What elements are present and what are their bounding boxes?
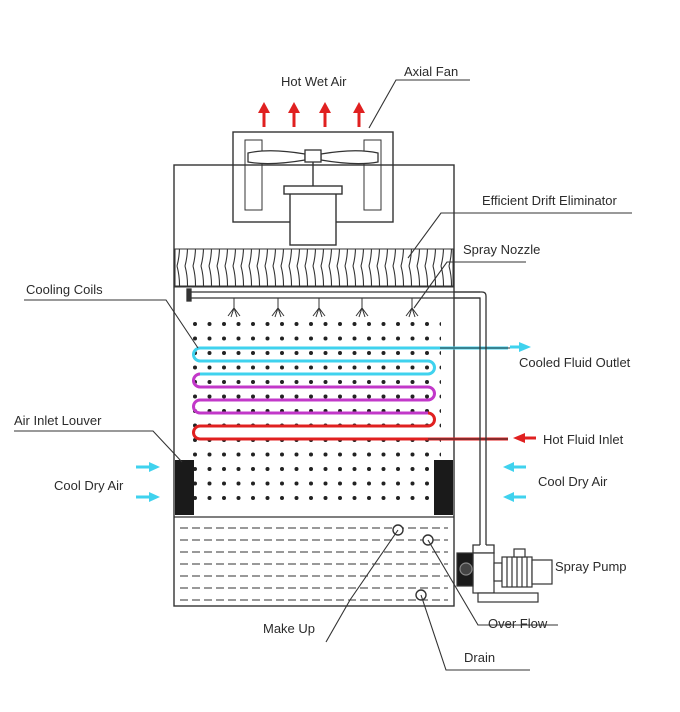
label-cool-dry-air-left: Cool Dry Air bbox=[54, 478, 124, 493]
spray-header bbox=[186, 288, 480, 302]
hot-wet-air-arrows bbox=[258, 102, 365, 127]
spray-pump-icon bbox=[456, 548, 553, 603]
leader-spray-nozzle bbox=[413, 261, 526, 309]
up-arrow-icon bbox=[258, 102, 270, 127]
leader-drift-eliminator bbox=[407, 212, 632, 259]
spray-nozzle-icon bbox=[405, 298, 419, 318]
label-cooling-coils: Cooling Coils bbox=[26, 282, 103, 297]
air-inlet-louver-right bbox=[434, 460, 453, 515]
label-axial-fan: Axial Fan bbox=[404, 64, 459, 79]
air-inlet-louver-left bbox=[175, 460, 194, 515]
right-arrow-icon bbox=[136, 462, 160, 472]
label-air-inlet-louver: Air Inlet Louver bbox=[14, 413, 102, 428]
left-arrow-icon bbox=[503, 492, 526, 502]
label-cool-dry-air-right: Cool Dry Air bbox=[538, 474, 608, 489]
riser-pipe bbox=[454, 291, 495, 554]
up-arrow-icon bbox=[353, 102, 365, 127]
spray-nozzle-icon bbox=[312, 298, 326, 318]
left-arrow-icon bbox=[503, 462, 526, 472]
hot-inlet-arrow-icon bbox=[513, 433, 536, 443]
label-make-up: Make Up bbox=[263, 621, 316, 636]
leader-drain bbox=[420, 594, 530, 671]
spray-nozzle-icon bbox=[227, 298, 241, 318]
label-hot-wet-air: Hot Wet Air bbox=[281, 74, 347, 89]
up-arrow-icon bbox=[288, 102, 300, 127]
label-hot-fluid-inlet: Hot Fluid Inlet bbox=[543, 432, 624, 447]
cool-dry-air-arrows-right bbox=[503, 462, 526, 502]
label-efficient-drift-eliminator: Efficient Drift Eliminator bbox=[482, 193, 617, 208]
right-arrow-icon bbox=[136, 492, 160, 502]
leader-lines bbox=[14, 79, 632, 671]
spray-nozzle-icon bbox=[271, 298, 285, 318]
fan-housing bbox=[232, 131, 394, 246]
cooling-coils bbox=[192, 346, 508, 441]
leader-make-up bbox=[325, 529, 399, 643]
coil-bundle-dots bbox=[191, 320, 441, 510]
label-drain: Drain bbox=[464, 650, 496, 665]
label-over-flow: Over Flow bbox=[488, 616, 548, 631]
axial-fan-icon bbox=[247, 149, 379, 165]
middle-coil bbox=[192, 372, 436, 415]
leader-air-inlet-louver bbox=[14, 430, 183, 463]
sump-basin bbox=[174, 516, 454, 601]
drift-eliminator bbox=[174, 248, 454, 287]
label-cooled-fluid-outlet: Cooled Fluid Outlet bbox=[519, 355, 631, 370]
hot-coil bbox=[192, 411, 508, 441]
spray-nozzle-icon bbox=[355, 298, 369, 318]
cool-dry-air-arrows-left bbox=[136, 462, 160, 502]
spray-nozzles bbox=[227, 298, 419, 318]
leader-over-flow bbox=[427, 539, 558, 626]
up-arrow-icon bbox=[319, 102, 331, 127]
cooled-outlet-arrow-icon bbox=[510, 342, 531, 352]
leader-axial-fan bbox=[368, 79, 470, 129]
tower-casing bbox=[173, 164, 455, 607]
cooled-coil bbox=[192, 346, 508, 376]
label-spray-nozzle: Spray Nozzle bbox=[463, 242, 541, 257]
label-spray-pump: Spray Pump bbox=[555, 559, 627, 574]
leader-cooling-coils bbox=[24, 299, 199, 349]
